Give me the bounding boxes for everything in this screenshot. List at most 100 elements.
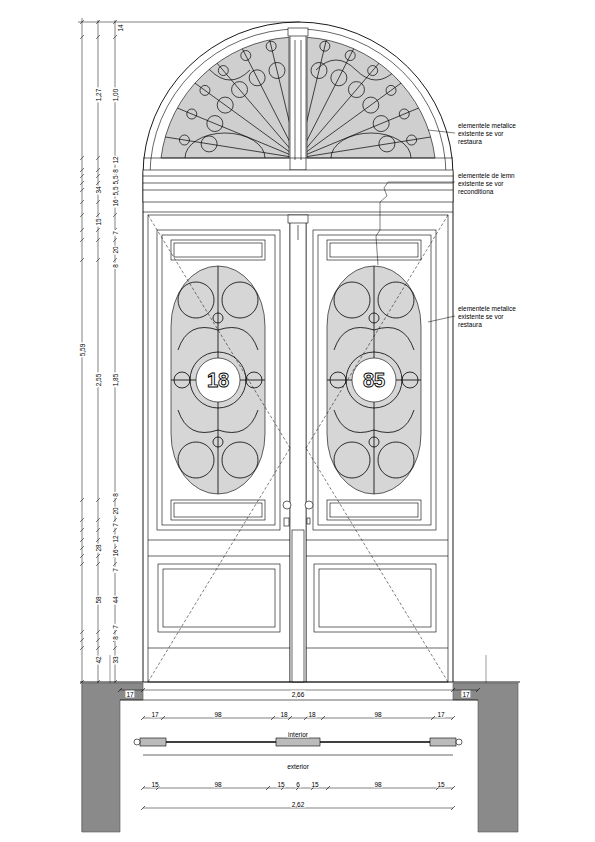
stroke [80,213,84,217]
stroke [113,35,117,39]
stroke [80,518,84,522]
stroke [234,33,298,158]
stroke [378,442,414,478]
dimension-text: 42 [95,655,102,664]
stroke [331,70,347,86]
dimension-text: 16 [112,198,119,207]
stroke [161,716,165,720]
dimension-text: 8 [112,168,119,174]
stroke [169,104,298,158]
stroke [96,646,100,650]
dimension-text: 17 [125,691,134,698]
stroke [80,498,84,502]
stroke [80,188,84,192]
stroke [334,410,374,433]
dimension-text: 2,62 [291,801,306,808]
stroke [326,786,330,790]
stroke [190,352,246,408]
dimension-text: 15 [276,781,285,788]
stroke [80,528,84,532]
house-number: 85 [363,370,385,390]
stroke [368,66,378,76]
stroke [373,116,389,132]
stroke [201,136,217,152]
stroke [80,20,84,24]
stroke [141,806,145,810]
stroke [316,60,396,80]
dimension-text: 44 [112,595,119,604]
dimension-text: 20 [112,506,119,515]
stroke [80,646,84,650]
stroke [113,258,117,262]
stroke [249,70,265,86]
dimension-text: 98 [213,781,222,788]
stroke [346,352,402,408]
dimension-text: 14 [117,23,124,32]
stroke [80,554,84,558]
stroke [298,52,389,158]
stroke [96,554,100,558]
stroke [113,498,117,502]
stroke [96,498,100,502]
dimension-text: 34 [95,185,102,194]
dimension-text: 8 [112,263,119,269]
stroke [218,328,258,351]
stroke [331,133,411,158]
stroke [476,688,480,692]
dimension-text: 17 [461,691,470,698]
stroke [334,282,370,318]
stroke [141,716,145,720]
stroke [217,97,233,113]
dimension-text: 58 [95,595,102,604]
dimension-text: 17 [150,711,159,718]
note-callout: elementele de lemn existente se vor reco… [458,172,524,196]
stroke [232,82,248,98]
stroke [80,35,84,39]
dimension-text: 20 [112,245,119,254]
stroke [178,442,214,478]
note-callout: elementele metalice existente se vor res… [458,305,524,329]
stroke [80,228,84,232]
stroke [374,328,414,351]
dimension-text: 8 [112,635,119,641]
stroke [348,82,364,98]
stroke [431,716,435,720]
stroke [200,85,210,95]
stroke [330,372,346,388]
stroke [334,442,370,478]
dimension-text: 98 [373,711,382,718]
stroke [178,410,218,433]
stroke [222,442,258,478]
stroke [113,213,117,217]
dimension-text: 12 [112,155,119,164]
dimension-text: 17 [436,711,445,718]
stroke [80,168,84,172]
stroke [96,630,100,634]
stroke [320,41,330,51]
stroke [213,437,223,447]
note-callout: elementele metalice existente se vor res… [458,122,524,146]
dimension-text: 1,27 [95,88,102,103]
stroke [80,238,84,242]
stroke [80,546,84,550]
stroke [96,35,100,39]
stroke [113,238,117,242]
stroke [96,228,100,232]
stroke [187,109,197,119]
stroke [222,282,258,318]
stroke [241,51,251,61]
dimension-text: 7 [112,567,119,573]
stroke [218,410,258,433]
stroke [378,282,414,318]
dimension-text: 15 [95,217,102,226]
stroke [113,630,117,634]
stroke [96,174,100,178]
stroke [179,135,189,145]
stroke [80,562,84,566]
stroke [96,168,100,172]
stroke [96,200,100,204]
dimension-text: 15 [310,781,319,788]
stroke [386,85,396,95]
stroke [374,410,414,433]
